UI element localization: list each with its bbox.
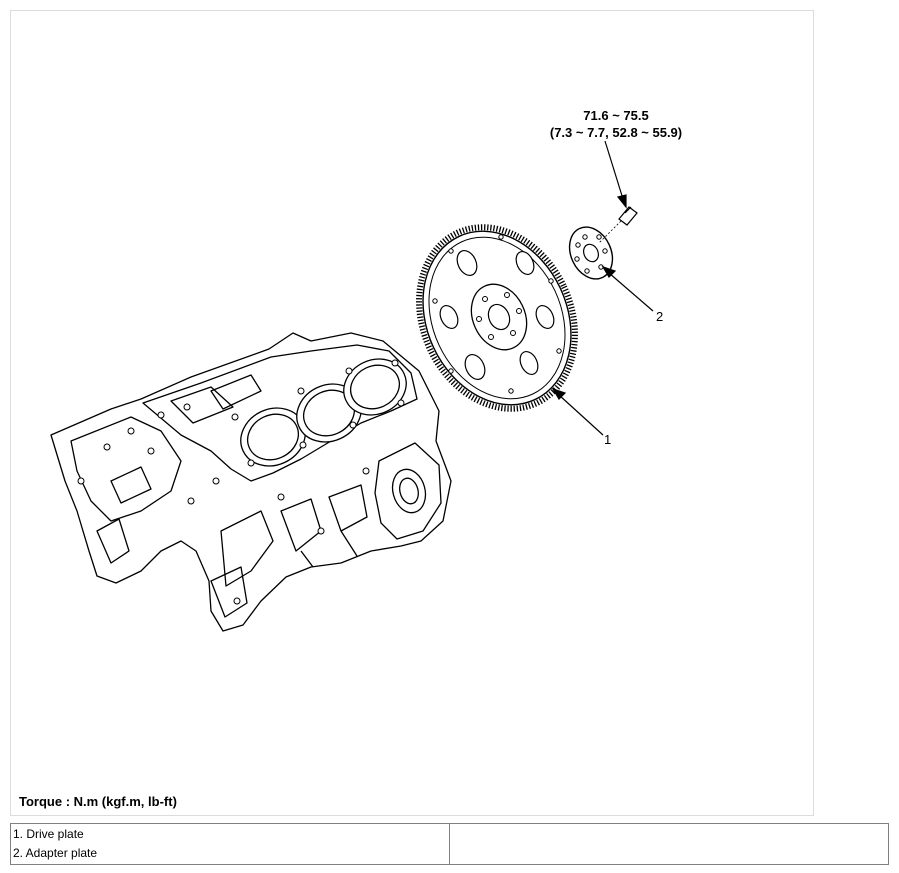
legend-cell: 1. Drive plate 2. Adapter plate xyxy=(10,823,450,865)
leader-lines xyxy=(551,140,654,436)
diagram-frame: 71.6 ~ 75.5 (7.3 ~ 7.7, 52.8 ~ 55.9) 1 2… xyxy=(10,10,814,816)
exploded-view-diagram xyxy=(50,140,654,632)
table-row: 1. Drive plate 2. Adapter plate xyxy=(10,823,889,865)
parts-legend-table: 1. Drive plate 2. Adapter plate xyxy=(10,823,889,865)
callout-2: 2 xyxy=(656,309,664,324)
torque-alt-units-label: (7.3 ~ 7.7, 52.8 ~ 55.9) xyxy=(549,125,683,140)
legend-empty-cell xyxy=(449,823,889,865)
adapter-plate-illustration xyxy=(568,226,614,280)
callout-1: 1 xyxy=(604,432,612,447)
torque-value-label: 71.6 ~ 75.5 xyxy=(583,108,649,123)
bolt-illustration xyxy=(598,206,638,244)
legend-item-drive-plate: 1. Drive plate xyxy=(13,827,84,841)
legend-item-adapter-plate: 2. Adapter plate xyxy=(13,846,98,860)
drive-plate-illustration xyxy=(416,224,578,412)
engine-block-illustration xyxy=(50,332,452,632)
torque-units-note: Torque : N.m (kgf.m, lb-ft) xyxy=(19,794,177,809)
